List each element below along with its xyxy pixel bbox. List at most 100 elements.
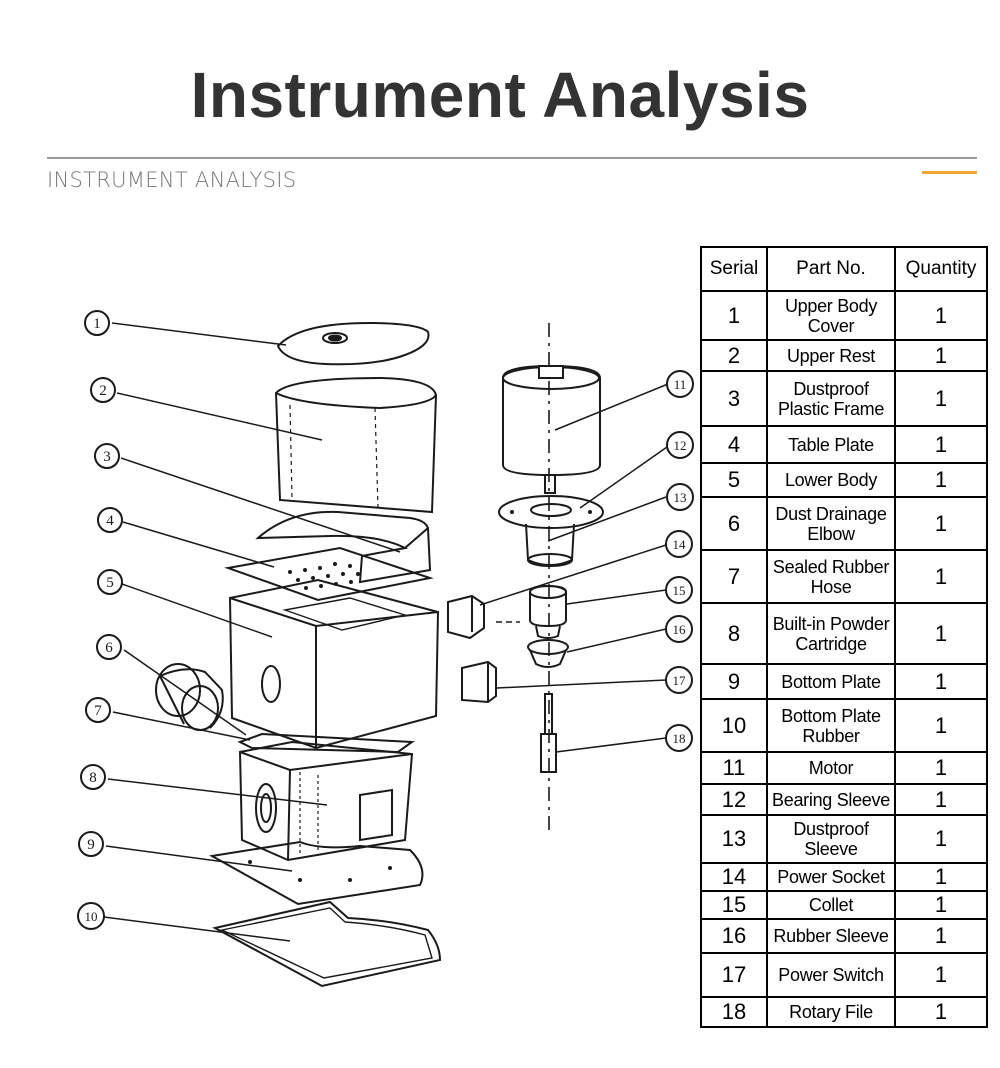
- section-subtitle: INSTRUMENT ANALYSIS: [47, 168, 297, 192]
- part-cell: Power Switch: [766, 952, 896, 998]
- callout-17: 17: [665, 666, 693, 694]
- table-row: 13 Dustproof Sleeve 1: [700, 814, 988, 864]
- page-title: Instrument Analysis: [190, 59, 810, 131]
- table-row: 18 Rotary File 1: [700, 996, 988, 1028]
- quantity-cell: 1: [894, 918, 988, 954]
- header-quantity: Quantity: [894, 246, 988, 292]
- serial-cell: 5: [700, 462, 768, 498]
- part-cell: Upper Body Cover: [766, 290, 896, 341]
- part-dustproof-frame: [255, 510, 432, 584]
- part-upper-rest: [274, 376, 438, 514]
- part-cell: Rubber Sleeve: [766, 918, 896, 954]
- quantity-cell: 1: [894, 462, 988, 498]
- quantity-cell: 1: [894, 370, 988, 427]
- svg-text:10: 10: [85, 909, 98, 924]
- table-header-row: Serial Part No. Quantity: [700, 246, 988, 292]
- svg-text:18: 18: [673, 731, 686, 746]
- quantity-cell: 1: [894, 996, 988, 1028]
- svg-text:17: 17: [673, 673, 687, 688]
- quantity-cell: 1: [894, 814, 988, 864]
- part-bottom-plate-rubber: [212, 900, 442, 988]
- callout-4: 4: [97, 507, 123, 533]
- callout-3: 3: [94, 443, 120, 469]
- svg-text:7: 7: [94, 703, 102, 719]
- callout-group: 1 2 3 4 5 6 7 8 9 10 11 12 13 14 15 16 1…: [77, 310, 694, 930]
- table-row: 6 Dust Drainage Elbow 1: [700, 496, 988, 551]
- serial-cell: 12: [700, 783, 768, 816]
- serial-cell: 18: [700, 996, 768, 1028]
- table-row: 11 Motor 1: [700, 751, 988, 785]
- serial-cell: 9: [700, 663, 768, 700]
- quantity-cell: 1: [894, 952, 988, 998]
- serial-cell: 15: [700, 890, 768, 920]
- svg-text:8: 8: [89, 770, 97, 786]
- table-row: 8 Built-in Powder Cartridge 1: [700, 602, 988, 665]
- callout-8: 8: [80, 764, 106, 790]
- table-row: 1 Upper Body Cover 1: [700, 290, 988, 341]
- header-divider: [47, 157, 977, 159]
- part-cell: Upper Rest: [766, 339, 896, 372]
- part-cell: Dust Drainage Elbow: [766, 496, 896, 551]
- leader-lines: [103, 322, 669, 942]
- part-lower-body: [228, 578, 440, 750]
- part-upper-body-cover: [276, 321, 430, 366]
- callout-1: 1: [84, 310, 110, 336]
- table-row: 9 Bottom Plate 1: [700, 663, 988, 700]
- svg-text:1: 1: [93, 316, 101, 332]
- quantity-cell: 1: [894, 751, 988, 785]
- callout-13: 13: [666, 483, 694, 511]
- part-bottom-plate: [208, 840, 424, 906]
- table-row: 16 Rubber Sleeve 1: [700, 918, 988, 954]
- part-cell: Bottom Plate: [766, 663, 896, 700]
- table-row: 3 Dustproof Plastic Frame 1: [700, 370, 988, 427]
- quantity-cell: 1: [894, 698, 988, 753]
- svg-text:13: 13: [674, 490, 687, 505]
- header-part-no: Part No.: [766, 246, 896, 292]
- serial-cell: 6: [700, 496, 768, 551]
- part-powder-cartridge: [238, 740, 414, 862]
- callout-18: 18: [665, 724, 693, 752]
- svg-text:3: 3: [103, 449, 111, 465]
- part-sealed-rubber-hose: [237, 732, 415, 754]
- part-rubber-sleeve: [527, 639, 569, 668]
- callout-16: 16: [665, 615, 693, 643]
- part-cell: Bottom Plate Rubber: [766, 698, 896, 753]
- callout-15: 15: [665, 576, 693, 604]
- part-cell: Motor: [766, 751, 896, 785]
- callout-5: 5: [97, 569, 123, 595]
- part-bearing-sleeve: [498, 495, 604, 529]
- quantity-cell: 1: [894, 862, 988, 892]
- part-motor: [502, 364, 601, 494]
- svg-text:4: 4: [106, 513, 114, 529]
- serial-cell: 10: [700, 698, 768, 753]
- callout-11: 11: [666, 370, 694, 398]
- svg-text:5: 5: [106, 575, 114, 591]
- quantity-cell: 1: [894, 783, 988, 816]
- table-row: 2 Upper Rest 1: [700, 339, 988, 372]
- part-cell: Power Socket: [766, 862, 896, 892]
- quantity-cell: 1: [894, 890, 988, 920]
- callout-12: 12: [666, 431, 694, 459]
- svg-text:15: 15: [673, 583, 686, 598]
- svg-text:11: 11: [674, 377, 687, 392]
- parts-table: Serial Part No. Quantity 1 Upper Body Co…: [700, 246, 988, 1028]
- table-row: 17 Power Switch 1: [700, 952, 988, 998]
- svg-text:12: 12: [674, 438, 687, 453]
- quantity-cell: 1: [894, 602, 988, 665]
- part-cell: Dustproof Sleeve: [766, 814, 896, 864]
- part-cell: Sealed Rubber Hose: [766, 549, 896, 604]
- serial-cell: 17: [700, 952, 768, 998]
- quantity-cell: 1: [894, 663, 988, 700]
- quantity-cell: 1: [894, 339, 988, 372]
- part-dust-drainage-elbow: [155, 663, 224, 731]
- serial-cell: 3: [700, 370, 768, 427]
- part-power-switch: [461, 660, 497, 704]
- serial-cell: 8: [700, 602, 768, 665]
- svg-text:6: 6: [105, 640, 113, 656]
- part-power-socket: [447, 594, 485, 640]
- part-cell: Bearing Sleeve: [766, 783, 896, 816]
- callout-6: 6: [96, 634, 122, 660]
- callout-14: 14: [665, 530, 693, 558]
- part-cell: Table Plate: [766, 425, 896, 464]
